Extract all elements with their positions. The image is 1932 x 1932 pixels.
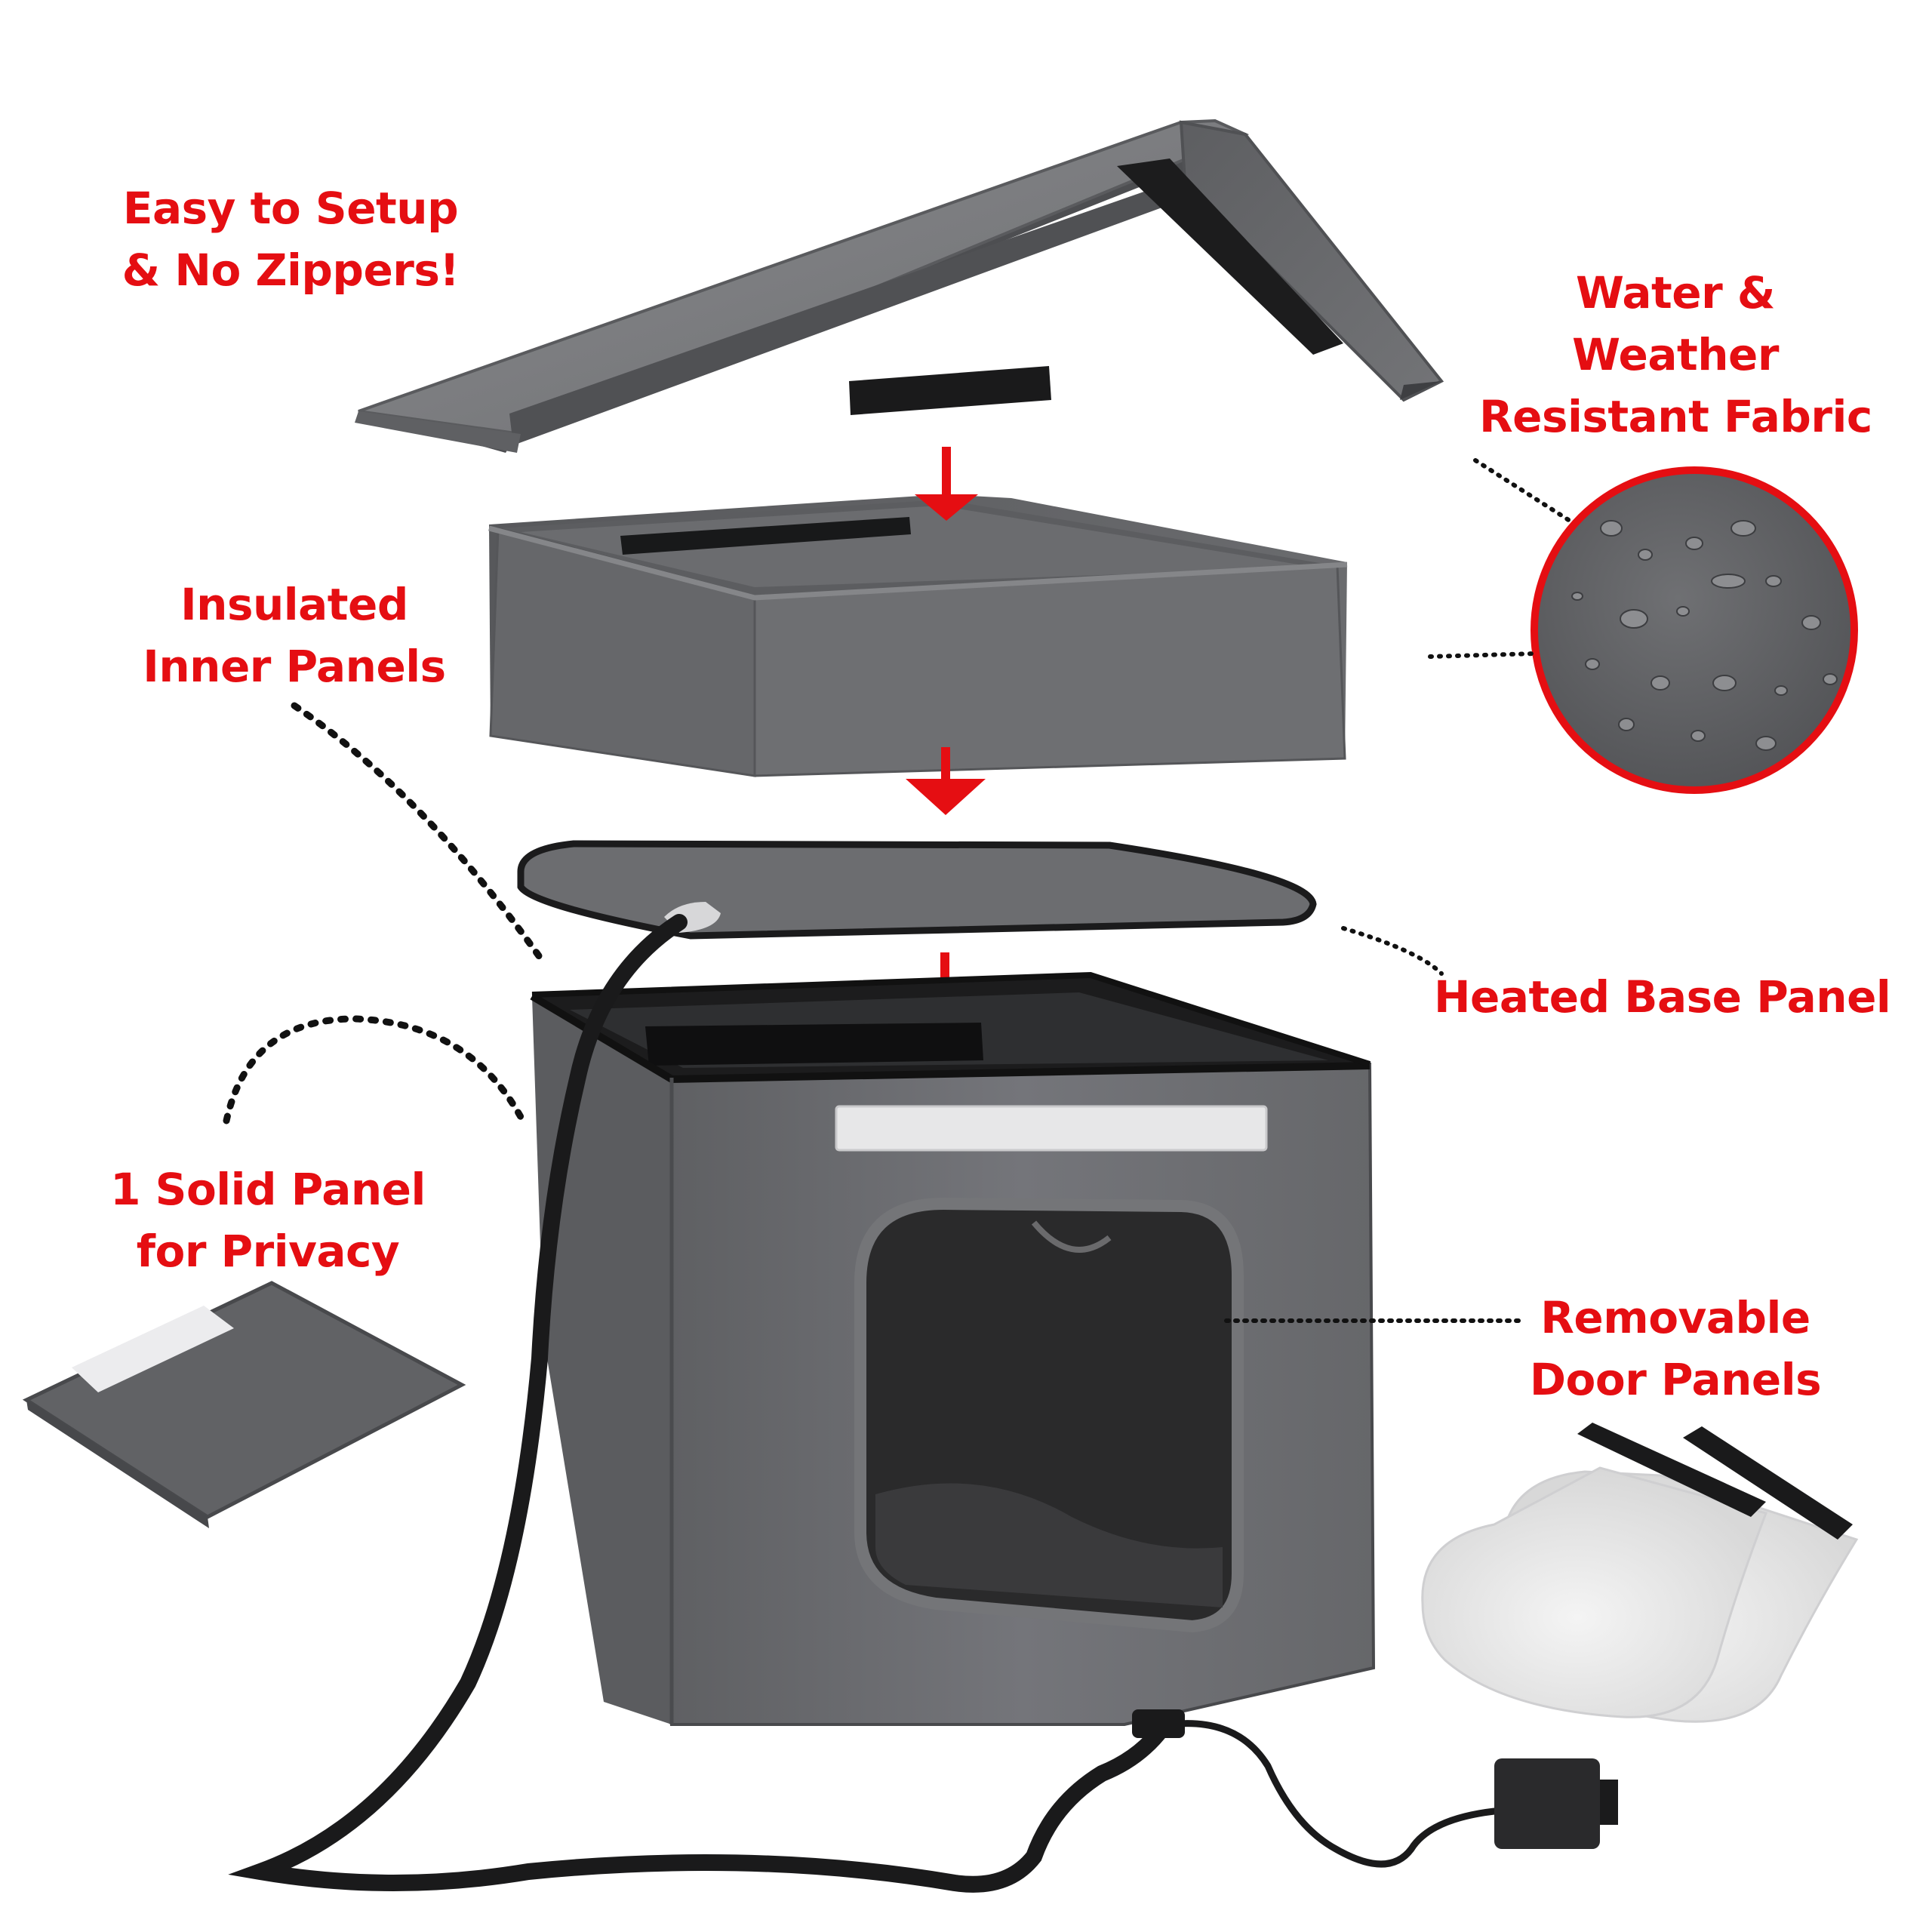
callout-line: Resistant Fabric (1479, 391, 1872, 442)
callout-solid-panel: 1 Solid Panel for Privacy (98, 1158, 438, 1282)
solid-privacy-panel (22, 1281, 466, 1528)
arrow-down-icon (906, 747, 986, 815)
callout-easy-setup: Easy to Setup & No Zippers! (106, 177, 475, 301)
heated-base-panel (517, 840, 1317, 940)
callout-line: Heated Base Panel (1434, 971, 1891, 1023)
callout-line: Insulated (180, 579, 408, 630)
insulated-inner-panels (488, 494, 1348, 777)
callout-insulated-panels: Insulated Inner Panels (121, 574, 468, 697)
callout-door-panels: Removable Door Panels (1517, 1287, 1834, 1411)
water-resistant-fabric-closeup (1531, 466, 1858, 794)
shelter-box (530, 971, 1376, 1726)
callout-leaders (223, 458, 1572, 1323)
power-cord (228, 914, 1618, 1893)
arrow-down-icon (915, 447, 978, 521)
callout-line: & No Zippers! (122, 245, 460, 296)
callout-line: Weather (1572, 329, 1779, 380)
callout-line: Water & (1576, 267, 1776, 318)
velcro-strip-light (835, 1105, 1268, 1152)
roof-velcro-strip (849, 366, 1051, 415)
callout-line: Easy to Setup (122, 183, 459, 234)
callout-water-resistant: Water & Weather Resistant Fabric (1479, 262, 1872, 448)
power-switch (1132, 1709, 1185, 1738)
power-adapter (1494, 1758, 1600, 1849)
roof-panel (355, 118, 1444, 453)
callout-heated-base: Heated Base Panel (1434, 966, 1891, 1028)
callout-line: for Privacy (136, 1226, 400, 1277)
callout-line: Inner Panels (143, 641, 446, 692)
removable-door-flaps (1421, 1423, 1859, 1723)
callout-line: 1 Solid Panel (110, 1164, 426, 1215)
callout-line: Removable (1540, 1292, 1810, 1343)
callout-line: Door Panels (1529, 1354, 1822, 1405)
